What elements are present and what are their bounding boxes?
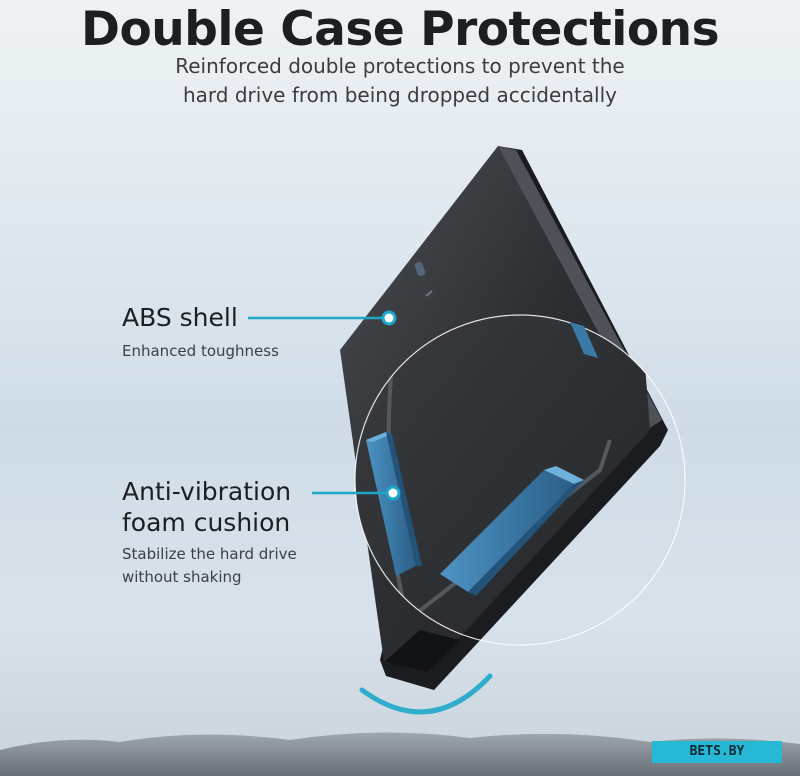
- feature-desc-line: Stabilize the hard drive: [122, 545, 297, 563]
- foam-pad-corner: [570, 322, 598, 358]
- feature-title-foam-cushion: Anti-vibration foam cushion: [122, 476, 291, 538]
- feature-title-line: ABS shell: [122, 303, 238, 332]
- motion-arc: [359, 673, 493, 715]
- foam-pad-bottom: [440, 466, 584, 596]
- feature-title-line: foam cushion: [122, 508, 291, 537]
- feature-title-line: Anti-vibration: [122, 477, 292, 506]
- cutaway-circle: [354, 314, 686, 646]
- led-indicator: [414, 261, 426, 277]
- page-title: Double Case Protections: [80, 2, 720, 57]
- watermark-badge: BETS.BY: [652, 741, 782, 763]
- subtitle-line: hard drive from being dropped accidental…: [182, 83, 617, 107]
- callout-dot-foam: [385, 485, 401, 501]
- feature-title-abs-shell: ABS shell: [122, 302, 238, 333]
- feature-desc-line: without shaking: [122, 568, 242, 586]
- drive-front-bezel: [384, 630, 460, 672]
- feature-desc-line: Enhanced toughness: [122, 342, 279, 360]
- subtitle-line: Reinforced double protections to prevent…: [175, 54, 625, 78]
- page-subtitle: Reinforced double protections to prevent…: [0, 52, 800, 110]
- feature-desc-foam-cushion: Stabilize the hard drive without shaking: [122, 543, 297, 589]
- callout-dot-abs: [381, 310, 397, 326]
- foam-pad-left: [366, 432, 422, 576]
- rock-ground: [0, 732, 800, 776]
- feature-desc-abs-shell: Enhanced toughness: [122, 340, 279, 363]
